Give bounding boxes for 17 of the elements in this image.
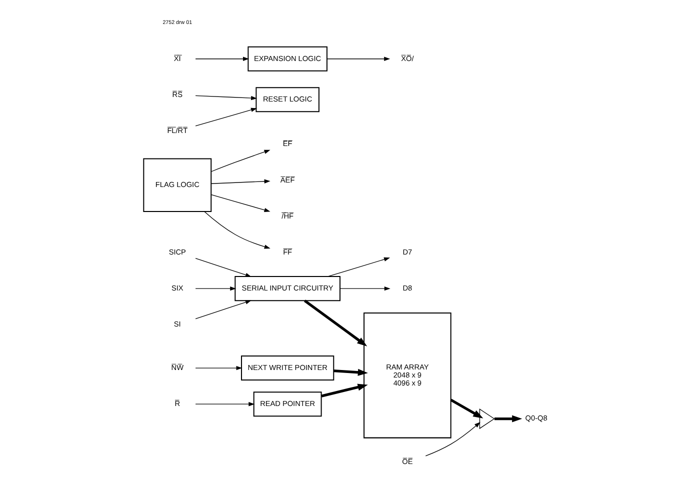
node-text: R̅S̅ [172,90,182,99]
node-text: /̅H̅F̅ [282,211,294,220]
node-text: F̅F̅ [283,247,292,256]
node-text: X̅O̅/ [401,54,414,63]
node-text: D7 [402,247,412,256]
node-text: E̅F̅ [282,139,292,148]
node-text: Q0-Q8 [525,414,548,423]
node-text: A̅E̅F̅ [280,175,295,184]
node-text: SI [174,320,181,328]
node-text: SICP [168,247,186,256]
node-text: D8 [402,283,412,292]
node-text: F̅L̅/R̅T̅ [167,126,188,135]
node-text: SIX [171,283,184,292]
node-text: X̅I̅ [174,54,181,63]
node-text: O̅E̅ [402,457,413,466]
node-text: N̅W̅ [171,362,184,372]
node-text: R̅ [174,398,180,408]
